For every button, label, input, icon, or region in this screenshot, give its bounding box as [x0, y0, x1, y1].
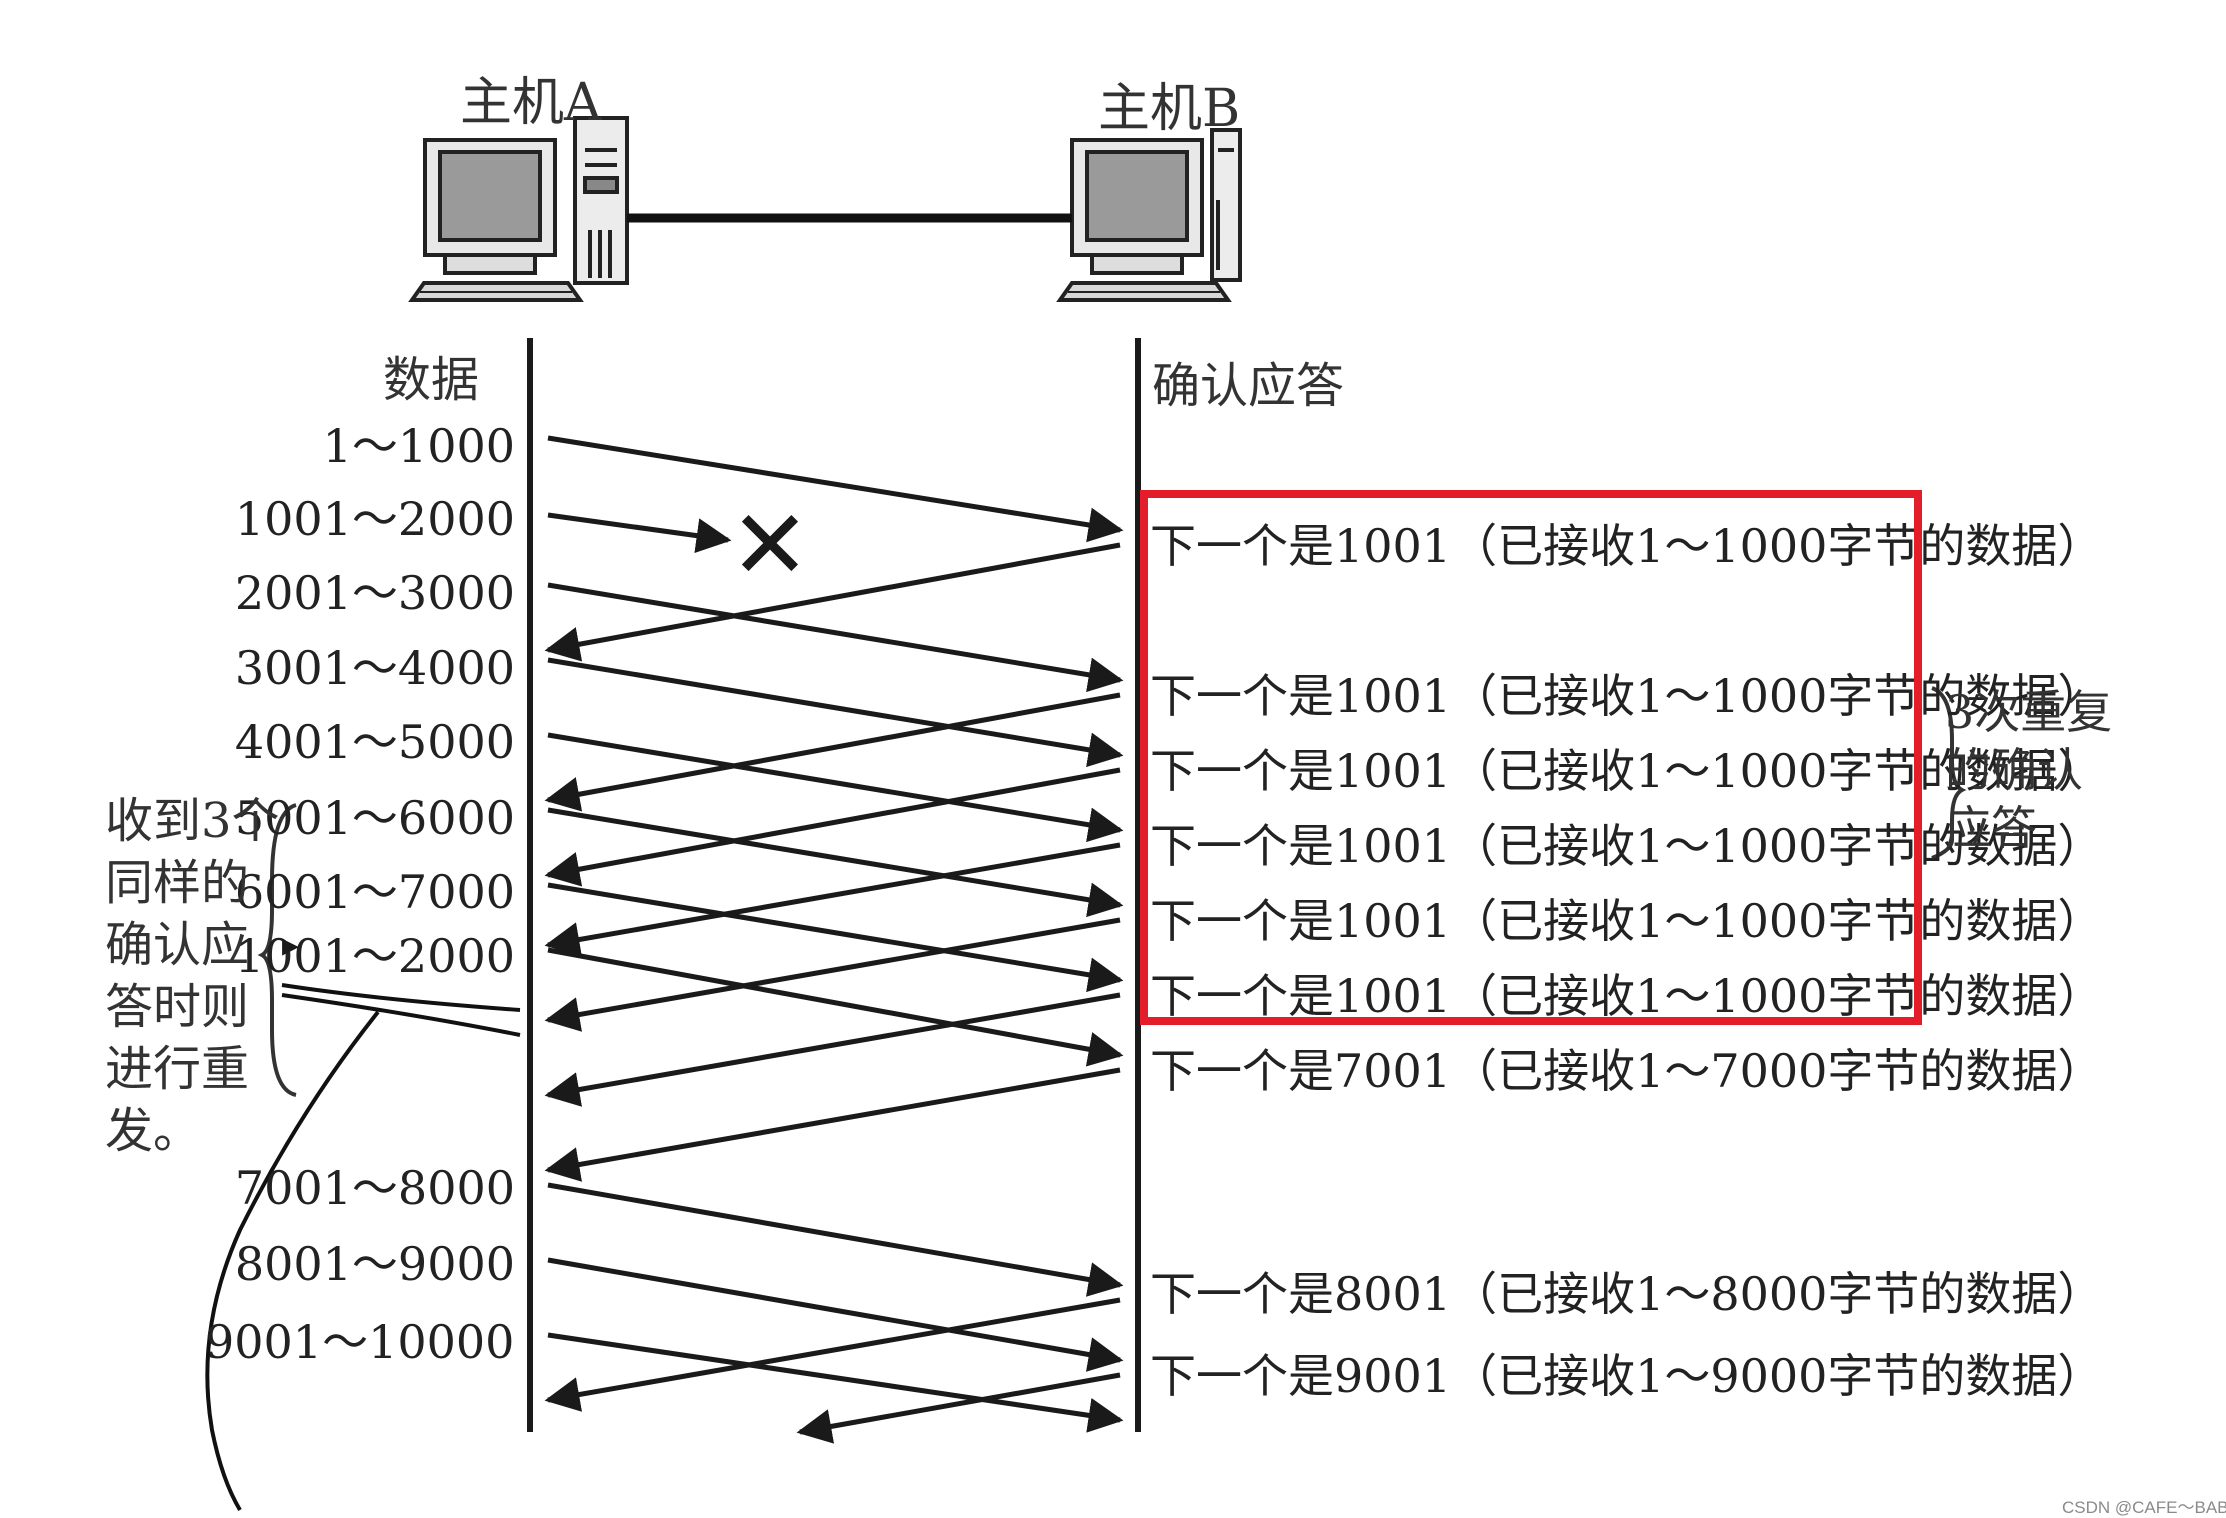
ack-arrow: [544, 842, 1121, 957]
left-note-line: 确认应: [105, 917, 250, 973]
handdrawn-stroke-1: [281, 983, 521, 1012]
ack-label: 下一个是1001（已接收1～1000字节的数据）: [1150, 894, 2104, 948]
data-segment-label: 3001～4000: [234, 641, 515, 695]
data-segment-label: 4001～5000: [234, 715, 515, 769]
ack-arrow: [544, 1297, 1121, 1412]
host-b-label: 主机B: [1098, 79, 1241, 139]
left-note: 收到3个 同样的 确认应 答时则 进行重 发。: [105, 790, 280, 1162]
data-segment-label: 2001～3000: [234, 566, 515, 620]
data-arrow: [547, 1332, 1124, 1433]
data-segment-label: 8001～9000: [234, 1237, 515, 1291]
retransmit-pointer-icon: ▸: [282, 925, 300, 965]
left-note-line: 答时则: [105, 979, 250, 1035]
ack-label: 下一个是1001（已接收1～1000字节的数据）: [1150, 519, 2104, 573]
ack-arrow: [544, 542, 1121, 662]
ack-label: 下一个是7001（已接收1～7000字节的数据）: [1150, 1044, 2104, 1098]
ack-arrow: [544, 1067, 1121, 1182]
data-segment-label: 1001～2000: [234, 492, 515, 546]
ack-arrow: [544, 767, 1121, 887]
lost-data-arrow: [547, 512, 732, 554]
data-segment-label: 7001～8000: [234, 1161, 515, 1215]
handdrawn-stroke-2: [281, 993, 521, 1037]
right-note-line: 的确认: [1945, 743, 2083, 797]
data-arrow: [547, 882, 1124, 993]
left-note-line: 发。: [105, 1103, 202, 1159]
data-arrow: [547, 1182, 1124, 1297]
left-note-line: 同样的: [105, 855, 250, 911]
left-note-line: 进行重: [105, 1041, 250, 1097]
ack-label: 下一个是1001（已接收1～1000字节的数据）: [1150, 819, 2104, 873]
ack-arrow: [544, 992, 1121, 1107]
lost-packet-icon: ✕: [730, 489, 810, 601]
computer-a-icon: [408, 116, 629, 302]
segment-arrows: [544, 435, 1124, 1444]
right-note-line: 3次重复: [1945, 685, 2113, 739]
ack-arrow: [544, 917, 1121, 1032]
handdrawn-stroke-3: [205, 1010, 380, 1512]
data-arrow: [547, 582, 1124, 693]
left-note-line: 收到3个: [105, 793, 280, 849]
ack-label: 下一个是1001（已接收1～1000字节的数据）: [1150, 744, 2104, 798]
ack-label: 下一个是1001（已接收1～1000字节的数据）: [1150, 669, 2104, 723]
data-segment-label: 6001～7000: [234, 865, 515, 919]
ack-arrow: [544, 692, 1121, 812]
ack-arrow: [796, 1372, 1121, 1444]
ack-label: 下一个是8001（已接收1～8000字节的数据）: [1150, 1267, 2104, 1321]
data-arrow: [547, 435, 1124, 543]
data-segment-label: 5001～6000: [234, 791, 515, 845]
left-note-brace: [257, 803, 297, 1097]
right-note-line: 应答: [1945, 801, 2037, 855]
data-arrow: [547, 1257, 1124, 1372]
ack-label: 下一个是1001（已接收1～1000字节的数据）: [1150, 969, 2104, 1023]
ack-label: 下一个是9001（已接收1～9000字节的数据）: [1150, 1349, 2104, 1403]
data-arrow: [547, 732, 1124, 843]
data-segment-label: 9001～10000: [205, 1315, 515, 1369]
duplicate-ack-highlight: [1140, 490, 1922, 1025]
host-a-label: 主机A: [460, 73, 602, 133]
computer-b-icon: [1056, 128, 1242, 302]
data-arrow: [547, 807, 1124, 918]
data-arrow: [547, 947, 1124, 1067]
right-note: 3次重复 的确认 应答: [1945, 683, 2112, 857]
data-column-header: 数据: [383, 352, 480, 408]
data-segment-label: 1～1000: [322, 419, 515, 473]
data-segment-label: 1001～2000: [234, 929, 515, 983]
data-arrow: [547, 657, 1124, 768]
right-note-brace: [1931, 686, 1967, 860]
watermark: CSDN @CAFE～BABE: [2062, 1498, 2226, 1517]
ack-column-header: 确认应答: [1152, 358, 1345, 414]
